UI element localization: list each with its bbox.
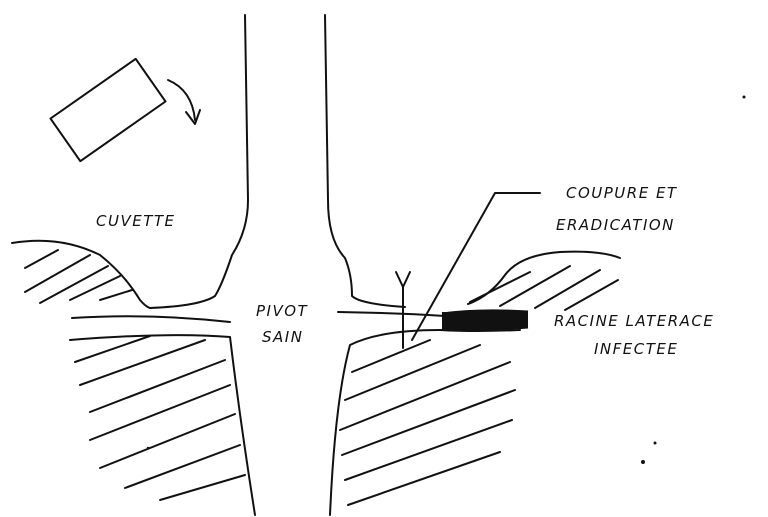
right-upper-hatching [470,266,618,310]
tilted-box [50,59,165,161]
trunk-right-edge [325,15,405,307]
cut-label-line1: COUPURE ET [566,184,678,202]
lateral-root-label-line1: RACINE LATERACE [554,312,714,330]
left-upper-hatching [25,250,132,303]
left-lower-hatching [75,336,245,500]
right-ground-line [468,252,620,304]
right-soil-top [338,312,445,316]
trunk-left-edge [150,15,248,308]
right-lower-hatching [340,340,515,505]
cut-marker [396,272,410,348]
left-soil-top [72,316,230,322]
cut-label-line2: ERADICATION [556,216,675,234]
left-soil-contour [70,335,255,515]
rotation-arrow-icon [168,80,195,120]
lateral-root-label-line2: INFECTEE [594,340,678,358]
pivot-label-line1: PIVOT [256,302,309,320]
cuvette-label: CUVETTE [96,212,176,230]
infected-lateral-root [442,311,528,329]
left-ground-line [12,241,150,308]
pivot-label-line2: SAIN [262,328,303,346]
